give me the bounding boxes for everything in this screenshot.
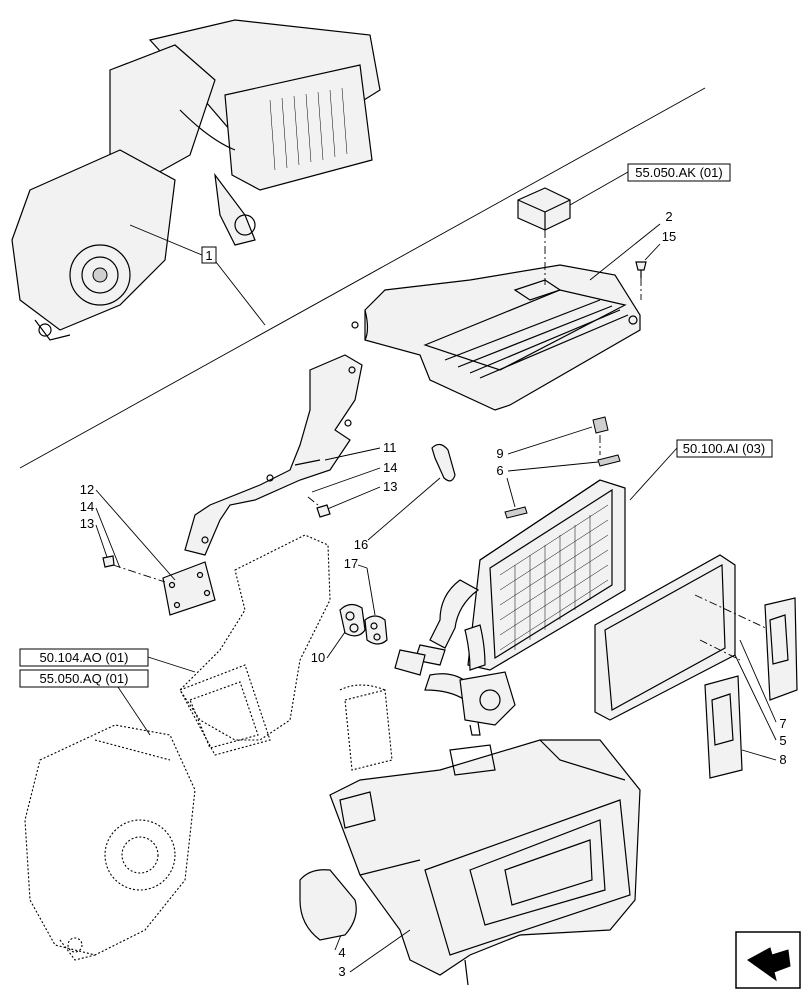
screw-13-right <box>316 504 331 518</box>
lower-housing <box>329 739 641 986</box>
heater-core <box>467 479 626 671</box>
callout-13-left: 13 <box>80 516 94 531</box>
ref-50-104-ao: 50.104.AO (01) <box>40 650 129 665</box>
callout-6: 6 <box>496 463 503 478</box>
callout-9: 9 <box>496 446 503 461</box>
control-module <box>517 187 571 231</box>
ref-box-ao <box>19 648 149 667</box>
gasket-10 <box>339 603 366 637</box>
screw-13-left <box>102 555 115 568</box>
callout-16: 16 <box>354 537 368 552</box>
ref-55-050-ak: 55.050.AK (01) <box>635 165 722 180</box>
bracket-8 <box>704 675 743 779</box>
callout-12: 12 <box>80 482 94 497</box>
clip-9 <box>592 416 609 434</box>
screw-15 <box>635 261 647 278</box>
callout-2: 2 <box>665 209 672 224</box>
callout-5: 5 <box>779 733 786 748</box>
callout-14-right: 14 <box>383 460 397 475</box>
gasket-12 <box>162 561 216 616</box>
callout-7: 7 <box>779 716 786 731</box>
callout-8: 8 <box>779 752 786 767</box>
ref-50-100-ai: 50.100.AI (03) <box>683 441 765 456</box>
dotted-blower <box>24 724 196 961</box>
callout-14-left: 14 <box>80 499 94 514</box>
callout-13-right: 13 <box>383 479 397 494</box>
callout-11: 11 <box>383 440 397 455</box>
ref-55-050-aq: 55.050.AQ (01) <box>40 671 129 686</box>
callout-3: 3 <box>338 964 345 979</box>
dotted-duct <box>179 534 393 771</box>
overview-hvac-assembly <box>11 19 381 341</box>
seal-16 <box>431 443 456 482</box>
coolant-hoses <box>394 579 516 736</box>
ref-box-aq <box>19 669 149 688</box>
overview-divider <box>19 87 706 469</box>
next-page-arrow-icon[interactable] <box>735 931 801 989</box>
callout-15: 15 <box>662 229 676 244</box>
upper-housing <box>351 264 641 411</box>
pad-6 <box>504 454 621 519</box>
gasket-17 <box>364 615 388 645</box>
bracket-7 <box>764 597 798 701</box>
callout-17: 17 <box>344 556 358 571</box>
callout-10: 10 <box>311 650 325 665</box>
filter-pad-4 <box>299 869 357 941</box>
duct-bracket <box>184 354 363 556</box>
callout-1: 1 <box>205 248 212 263</box>
callout-4: 4 <box>338 945 345 960</box>
